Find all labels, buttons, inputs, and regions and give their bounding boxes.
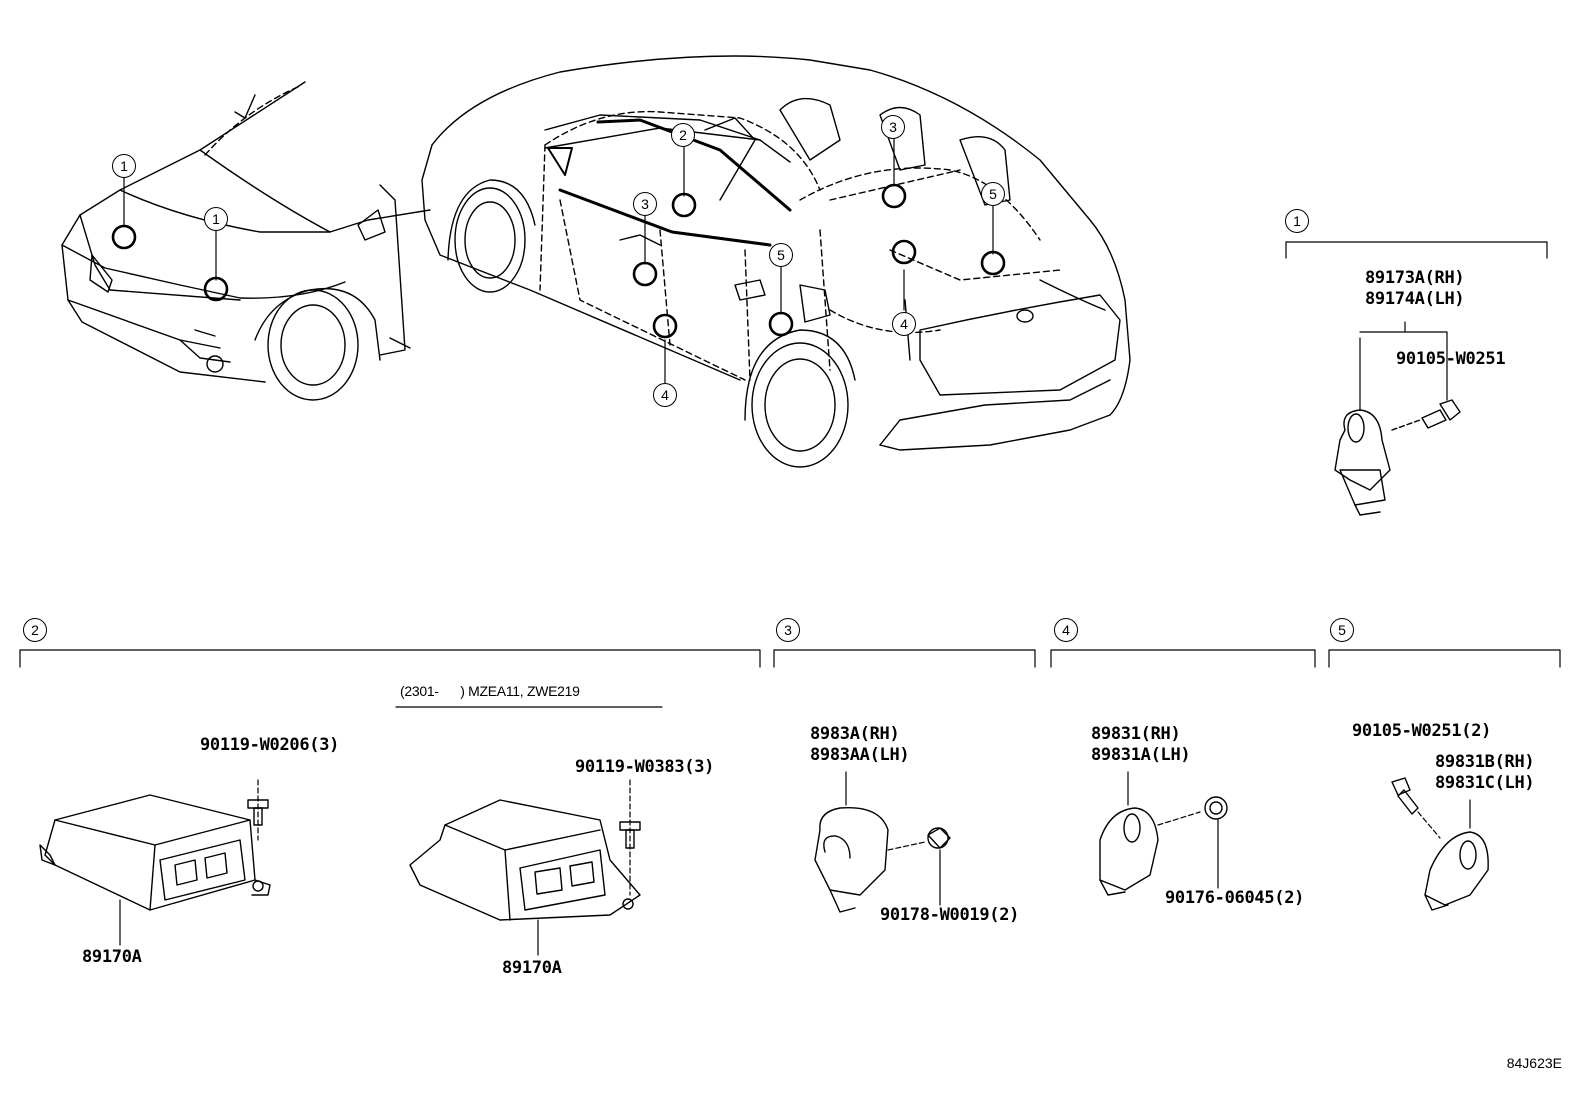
part-number-89831C-LH: 89831C(LH) [1435, 773, 1535, 793]
callout-leader-lines [123, 137, 994, 384]
group-4-heading: 4 [1054, 618, 1078, 642]
callout-3-vehicle-front: 3 [633, 192, 657, 216]
sensor-dot [891, 239, 917, 265]
clip-part-number: 90176-06045(2) [1165, 888, 1305, 908]
group3-sensor-drawing [814, 771, 951, 913]
callout-1-front-right: 1 [204, 207, 228, 231]
bolt-part-number: 90105-W0251(2) [1352, 721, 1492, 741]
part-number-89831B-RH: 89831B(RH) [1435, 752, 1535, 772]
group-5-heading: 5 [1330, 618, 1354, 642]
sensor-dot [980, 250, 1006, 276]
callout-3-vehicle-rear: 3 [881, 115, 905, 139]
front-car-illustration [61, 81, 431, 401]
sensor-dot [881, 183, 907, 209]
clip-part-number: 90178-W0019(2) [880, 905, 1020, 925]
sensor-dot [652, 313, 678, 339]
sensor-dot [111, 224, 137, 250]
bolt-part-number-left: 90119-W0206(3) [200, 735, 340, 755]
sensor-dot [203, 276, 229, 302]
group5-sensor-drawing [1391, 777, 1489, 911]
condition-note: (2301- ) MZEA11, ZWE219 [400, 683, 580, 699]
callout-4-vehicle-rear: 4 [892, 312, 916, 336]
diagram-code: 84J623E [1506, 1055, 1562, 1071]
group1-sensor-drawing [1334, 321, 1461, 516]
group-2-heading: 2 [23, 618, 47, 642]
callout-1-front-left: 1 [112, 154, 136, 178]
part-number-89174A-LH: 89174A(LH) [1365, 289, 1465, 309]
bolt-part-number-right: 90119-W0383(3) [575, 757, 715, 777]
part-number-8983AA-LH: 8983AA(LH) [810, 745, 910, 765]
group-1-heading: 1 [1285, 209, 1309, 233]
callout-5-vehicle-rear: 5 [981, 182, 1005, 206]
part-number-89173A-RH: 89173A(RH) [1365, 268, 1465, 288]
ecu-part-number-left: 89170A [82, 947, 142, 967]
group-3-heading: 3 [776, 618, 800, 642]
part-number-89831A-LH: 89831A(LH) [1091, 745, 1191, 765]
sensor-locations [111, 183, 1006, 339]
ecu-part-number-right: 89170A [502, 958, 562, 978]
group-brackets [19, 241, 1561, 708]
sensor-dot [768, 311, 794, 337]
callout-4-vehicle-front: 4 [653, 383, 677, 407]
part-number-89831-RH: 89831(RH) [1091, 724, 1181, 744]
callout-5-vehicle-center: 5 [769, 243, 793, 267]
group2-ecu-drawing [39, 779, 641, 956]
callout-2-vehicle: 2 [671, 123, 695, 147]
sensor-dot [671, 192, 697, 218]
part-number-8983A-RH: 8983A(RH) [810, 724, 900, 744]
sensor-dot [632, 261, 658, 287]
group4-sensor-drawing [1099, 771, 1228, 896]
vehicle-cutaway-illustration [421, 55, 1131, 468]
bolt-part-number: 90105-W0251 [1396, 349, 1506, 369]
